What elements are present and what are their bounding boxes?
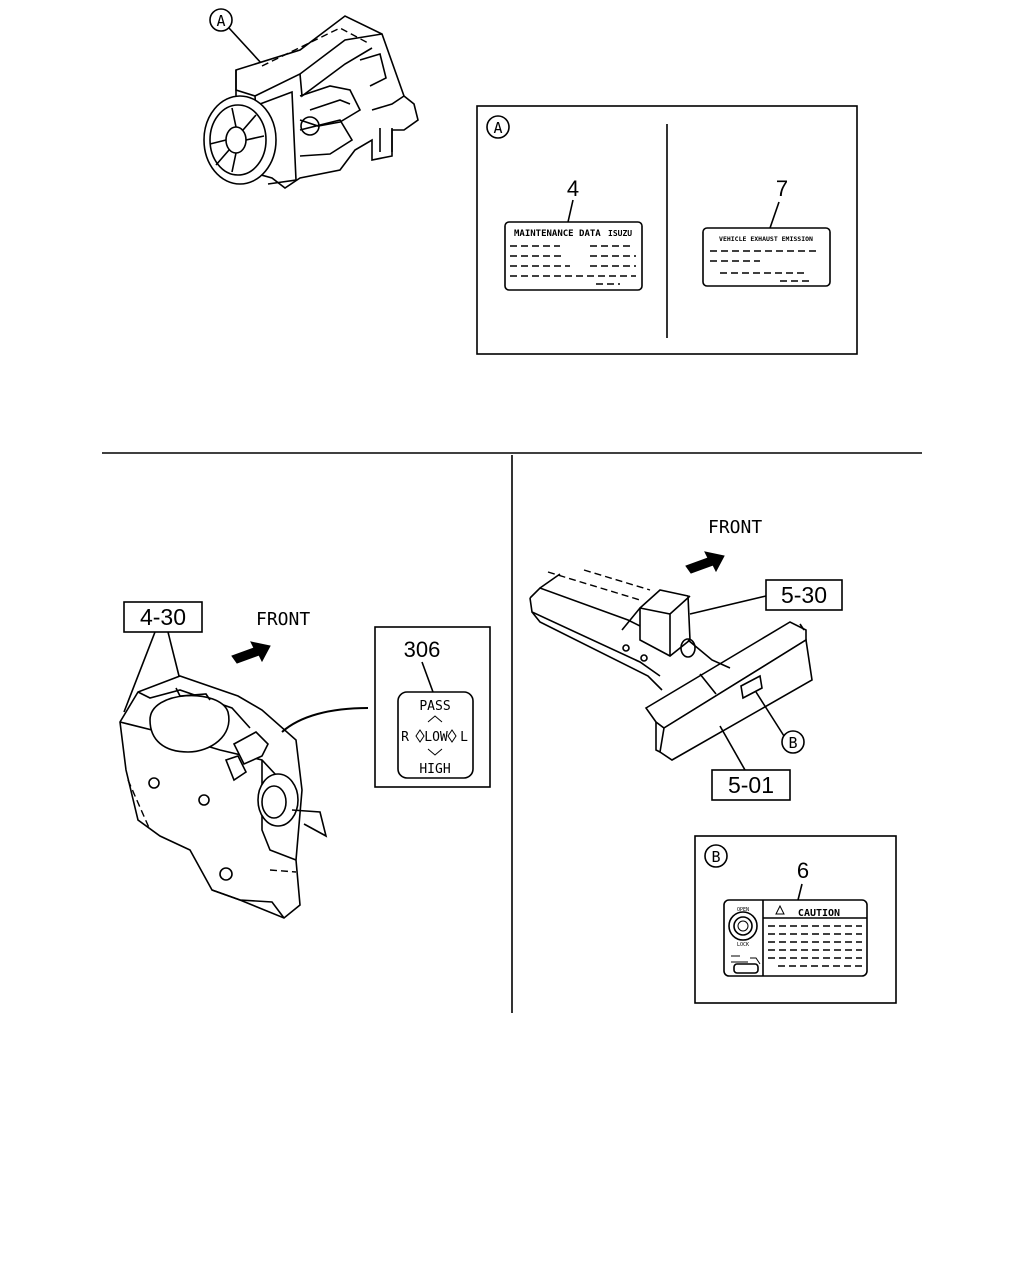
low-text: LOW [424, 730, 448, 745]
pass-text: PASS [419, 699, 450, 714]
detail-b-circle-label: B [711, 848, 720, 866]
ref-box-5-01[interactable] [711, 769, 791, 801]
lock-lock-text: LOCK [737, 942, 749, 948]
ref-box-5-30[interactable] [765, 579, 843, 611]
warning-triangle-icon [775, 904, 785, 915]
detail-a-circle [486, 115, 510, 139]
beam-label-b-marker[interactable] [740, 674, 763, 700]
frame-callout-b-label: B [788, 734, 797, 752]
ref-box-4-30-label: 4-30 [140, 604, 186, 630]
detail-a-circle-label: A [493, 119, 502, 137]
front-label-right: FRONT [708, 517, 762, 538]
maintenance-data-brand: ISUZU [608, 229, 632, 238]
pass-low-high-label[interactable] [397, 691, 474, 779]
front-label-left: FRONT [256, 609, 310, 630]
engine-illustration: A [203, 8, 419, 189]
detail-a-part-7: 7 [776, 176, 788, 201]
front-arrow-right [685, 551, 725, 574]
lock-handle-icon [733, 963, 759, 974]
right-diamond-icon [447, 729, 457, 743]
exhaust-emission-label[interactable] [702, 227, 831, 287]
front-arrow-left [231, 641, 271, 664]
detail-b-part-6: 6 [797, 858, 809, 883]
engine-callout-a-circle[interactable] [209, 8, 233, 32]
exhaust-emission-title: VEHICLE EXHAUST EMISSION [719, 235, 813, 243]
l-text: L [460, 730, 468, 745]
ref-box-5-01-label: 5-01 [728, 772, 774, 798]
engine-callout-a-label: A [216, 12, 225, 30]
frame-view: FRONT 5-30 5-01 [529, 517, 843, 801]
caution-label[interactable] [723, 899, 868, 977]
switch-label-part-306: 306 [404, 637, 441, 662]
detail-b-panel: B 6 CAUTION OPEN LOCK [694, 835, 897, 1004]
left-diamond-icon [415, 729, 425, 743]
ref-box-4-30[interactable] [123, 601, 203, 633]
caution-text: CAUTION [798, 908, 840, 919]
high-text: HIGH [419, 762, 450, 777]
detail-a-part-4: 4 [567, 176, 579, 201]
maintenance-data-title: MAINTENANCE DATA [514, 229, 601, 239]
frame-callout-b-circle[interactable] [781, 730, 805, 754]
detail-a-panel: A 4 MAINTENANCE DATA ISUZU 7 VEHICLE EXH… [476, 105, 858, 355]
detail-b-circle [704, 844, 728, 868]
switch-view: 4-30 FRONT 306 PASS [119, 601, 491, 919]
lock-dial-icon [728, 911, 758, 941]
maintenance-data-label[interactable] [504, 221, 643, 291]
switch-label-box [374, 626, 491, 788]
ref-box-5-30-label: 5-30 [781, 582, 827, 608]
lock-open-text: OPEN [737, 907, 749, 913]
engine-fan-pulley [203, 95, 277, 185]
r-text: R [401, 730, 409, 745]
